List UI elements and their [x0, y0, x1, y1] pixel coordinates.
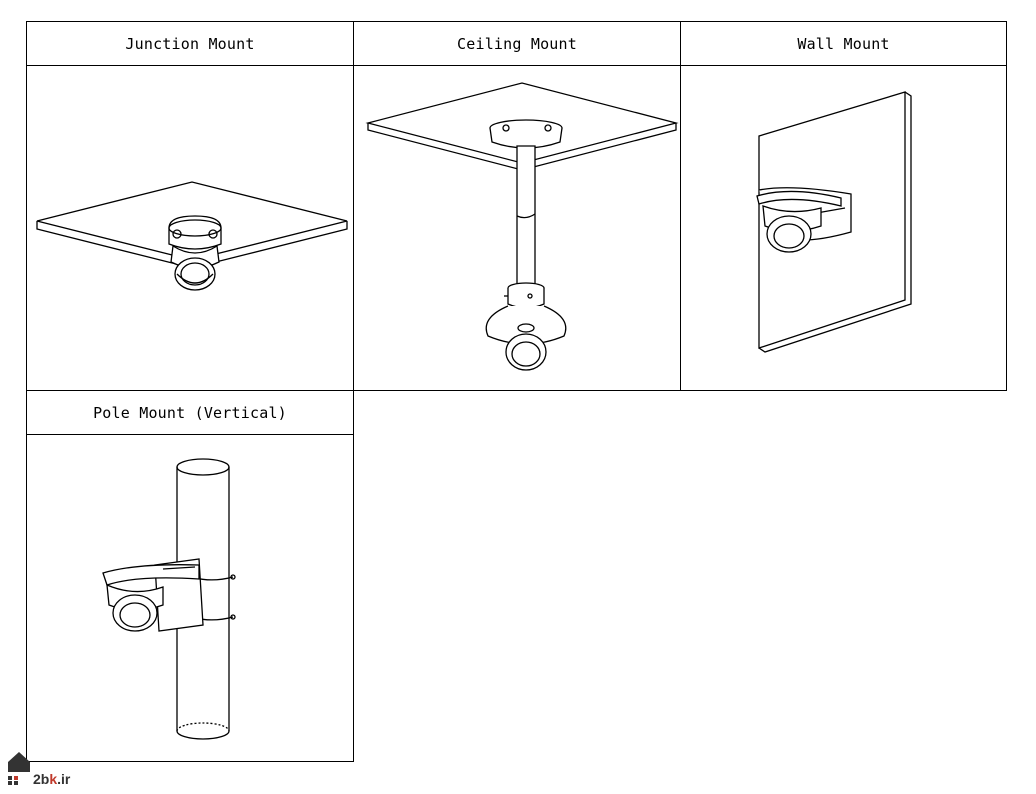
header-wall-mount: Wall Mount [680, 21, 1007, 66]
header-ceiling-mount: Ceiling Mount [353, 21, 681, 66]
junction-mount-drawing [27, 66, 355, 392]
header-pole-mount: Pole Mount (Vertical) [26, 390, 354, 435]
ceiling-mount-illustration [353, 65, 681, 391]
header-junction-mount: Junction Mount [26, 21, 354, 66]
label-pole-mount: Pole Mount (Vertical) [93, 403, 287, 422]
wall-mount-drawing [681, 66, 1008, 392]
wall-mount-illustration [680, 65, 1007, 391]
pole-mount-illustration [26, 434, 354, 762]
pole-mount-drawing [27, 435, 355, 763]
house-logo-icon [8, 752, 30, 785]
ceiling-mount-drawing [354, 66, 682, 392]
label-wall-mount: Wall Mount [797, 34, 890, 53]
watermark-text: 2bk.ir [33, 771, 71, 787]
watermark: 2bk.ir [8, 752, 70, 786]
junction-mount-illustration [26, 65, 354, 391]
label-junction-mount: Junction Mount [125, 34, 255, 53]
label-ceiling-mount: Ceiling Mount [457, 34, 577, 53]
